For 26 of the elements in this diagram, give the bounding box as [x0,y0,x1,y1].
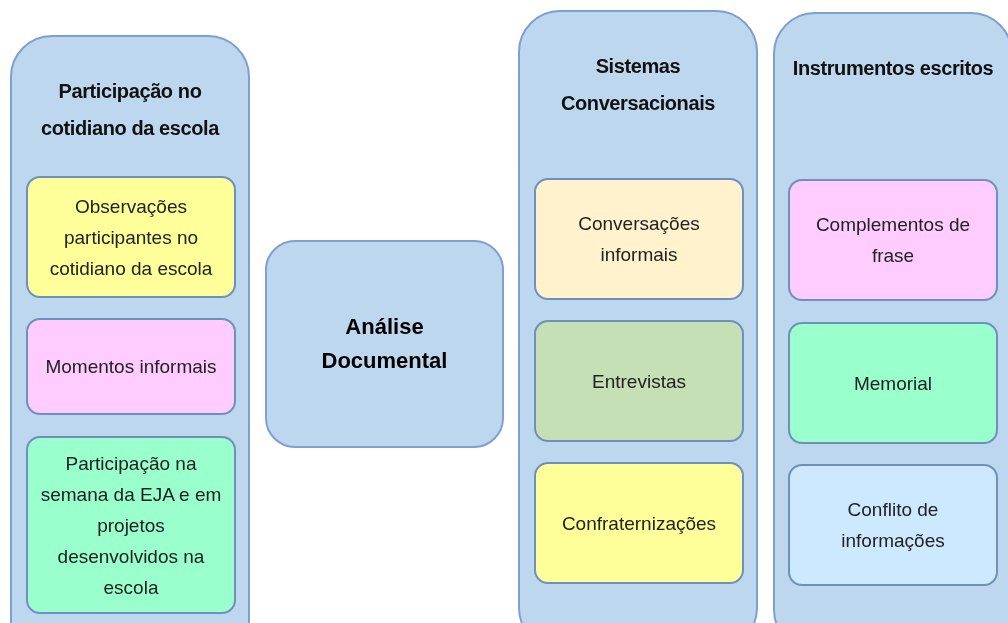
group-heading: Sistemas Conversacionais [559,54,717,116]
group-heading: Instrumentos escritos [791,56,995,81]
process-box [265,240,504,448]
box-label: Momentos informais [45,355,217,379]
box-label: Conversações informais [577,212,701,267]
box-label: Análise Documental [320,313,449,375]
box-label: Conflito de informações [840,498,946,553]
item-box [534,320,744,442]
item-box [26,436,236,614]
box-label: Complementos de frase [814,213,972,268]
item-box [534,178,744,300]
box-label: Observações participantes no cotidiano da escola [48,194,214,281]
item-box [788,464,998,586]
item-box [788,179,998,301]
group-panel [10,35,250,623]
item-box [788,322,998,444]
group-panel [518,10,758,623]
box-label: Confraternizações [561,511,717,536]
box-label: Participação na semana da EJA e em projetos desenvolvidos na escola [39,451,223,600]
item-box [26,176,236,298]
box-label: Memorial [853,371,933,396]
item-box [534,462,744,584]
group-heading: Participação no cotidiano da escola [40,79,221,141]
item-box [26,318,236,415]
box-label: Entrevistas [592,369,686,394]
group-panel [773,12,1008,623]
